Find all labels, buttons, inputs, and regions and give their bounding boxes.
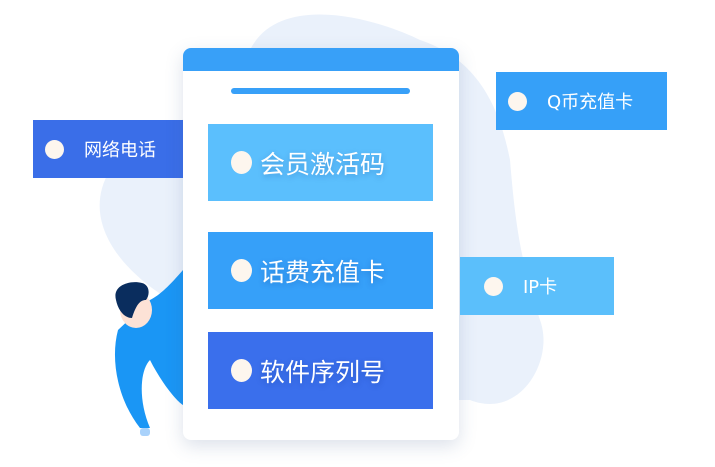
dot-icon [45, 139, 64, 159]
phone-recharge-card-button[interactable]: 话费充值卡 [208, 232, 433, 309]
phone-title-bar [231, 88, 410, 94]
phone-header [183, 48, 459, 71]
dot-icon [231, 151, 252, 174]
button-label: 话费充值卡 [260, 257, 386, 287]
tag-label: 网络电话 [84, 140, 156, 161]
dot-icon [231, 259, 252, 282]
dot-icon [231, 359, 252, 382]
button-label: 会员激活码 [260, 149, 386, 179]
dot-icon [484, 276, 503, 296]
tag-ip-card: IP卡 [460, 257, 614, 315]
tag-label: Q币充值卡 [547, 92, 634, 113]
person-illustration [114, 270, 183, 436]
phone-mockup: 会员激活码 话费充值卡 软件序列号 [183, 48, 459, 440]
tag-q-coin: Q币充值卡 [496, 72, 667, 130]
tag-network-phone: 网络电话 [33, 120, 183, 178]
button-label: 软件序列号 [260, 357, 386, 387]
tag-label: IP卡 [523, 277, 558, 298]
member-activation-code-button[interactable]: 会员激活码 [208, 124, 433, 201]
dot-icon [508, 91, 527, 111]
software-serial-button[interactable]: 软件序列号 [208, 332, 433, 409]
